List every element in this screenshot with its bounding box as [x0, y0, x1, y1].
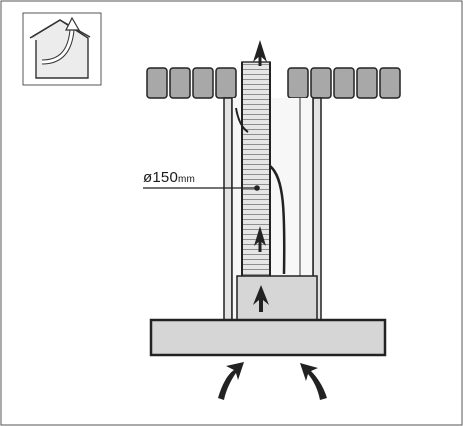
hood-body [149, 318, 387, 357]
arrow-up-top [253, 40, 267, 66]
dimension-dot [254, 185, 260, 191]
arrow-intake-right [300, 363, 327, 400]
cable-upper [235, 107, 249, 133]
cable-lower [269, 165, 286, 275]
ceiling-left [146, 67, 237, 99]
arrow-up-motor [253, 285, 269, 312]
arrow-intake-left [218, 362, 244, 400]
house-recirculation-icon [22, 12, 102, 86]
ceiling-right [287, 67, 401, 99]
arrow-up-duct [254, 226, 266, 252]
motor-box [236, 275, 318, 321]
duct-diameter-label: ø150mm [143, 169, 196, 186]
